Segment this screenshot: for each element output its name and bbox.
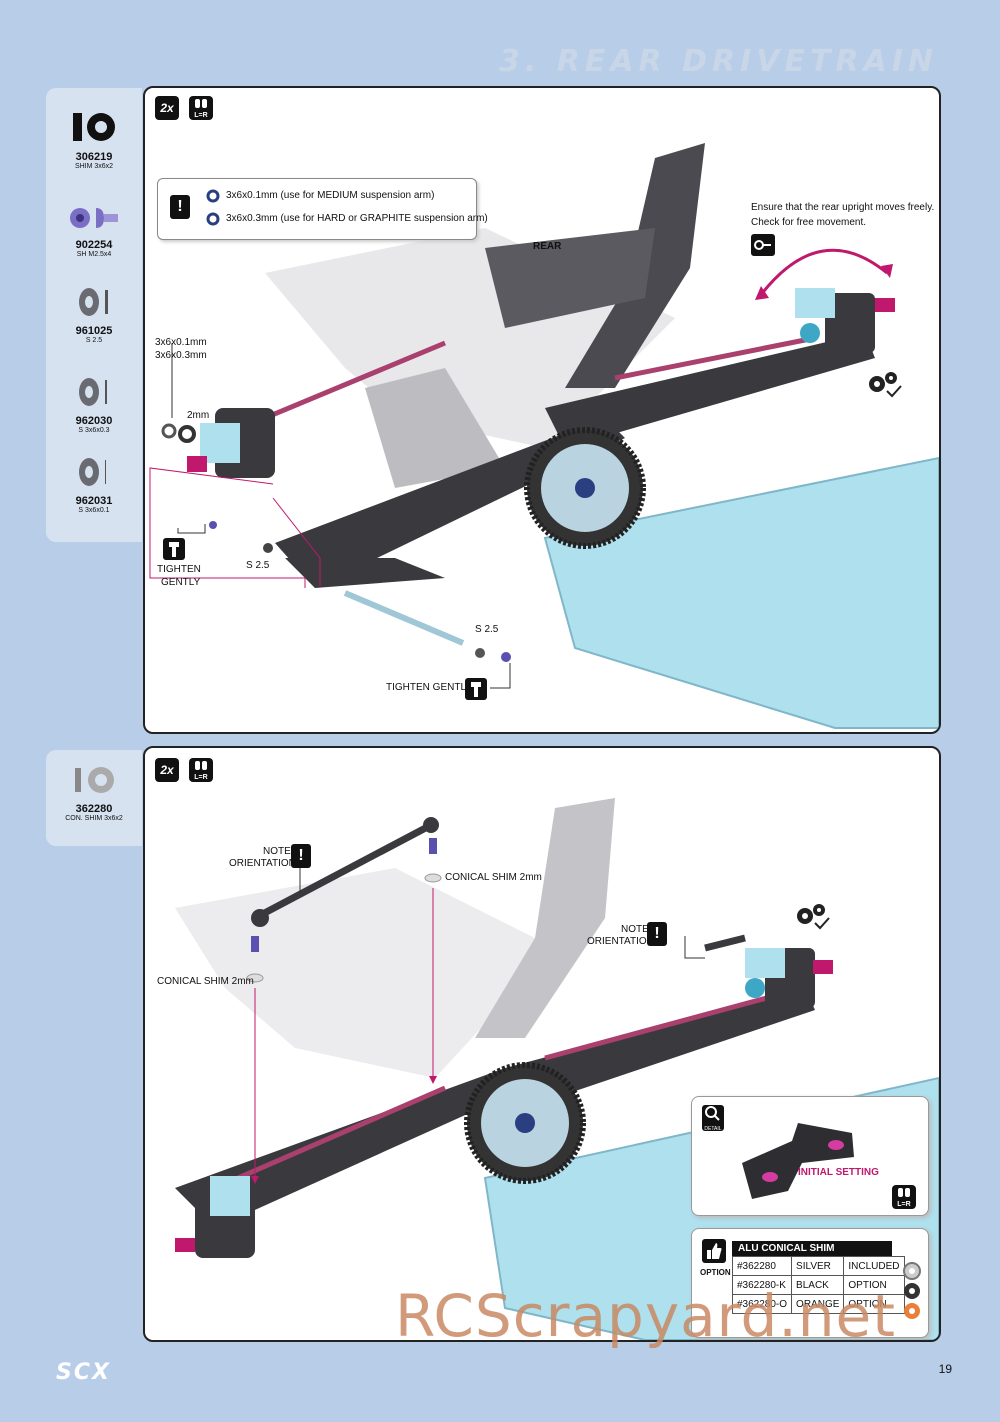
conical-shim-icon xyxy=(75,767,114,793)
shim-icon xyxy=(206,212,220,226)
parts-sidebar-top: 306219 SHIM 3x6x2 902254 SH M2.5x4 96102… xyxy=(46,88,142,542)
step1-panel: 2x L=R xyxy=(143,86,941,734)
part-902254: 902254 SH M2.5x4 xyxy=(46,204,142,259)
brand-logo: SCX xyxy=(56,1360,111,1385)
option-table: ALU CONICAL SHIM #362280 SILVER INCLUDED… xyxy=(731,1241,905,1314)
table-row: #362280 SILVER INCLUDED xyxy=(731,1256,905,1276)
check-setup-gear-icon xyxy=(797,904,830,930)
warning-icon: ! xyxy=(291,844,311,868)
warning-icon: ! xyxy=(170,195,190,219)
table-row: #362280-K BLACK OPTION xyxy=(731,1275,905,1295)
shim-icon xyxy=(73,113,115,141)
parts-sidebar-bottom: 362280 CON. SHIM 3x6x2 xyxy=(46,750,142,846)
shim-choice-callout: ! 3x6x0.1mm (use for MEDIUM suspension a… xyxy=(157,178,488,240)
part-362280: 362280 CON. SHIM 3x6x2 xyxy=(46,764,142,823)
step2-panel: 2x L=R xyxy=(143,746,941,1342)
left-right-icon: L=R xyxy=(189,96,213,120)
free-movement-icon xyxy=(751,234,775,256)
page-number: 19 xyxy=(938,1362,952,1376)
detail-magnifier-icon: DETAIL xyxy=(702,1105,724,1132)
part-961025: 961025 S 2.5 xyxy=(46,286,142,345)
qty-badge: 2x xyxy=(155,758,179,782)
table-row: #362280-O ORANGE OPTION xyxy=(731,1294,905,1314)
shim-color-swatch-icons xyxy=(903,1262,921,1319)
check-movement-gear-icon xyxy=(869,372,902,398)
torque-icon xyxy=(163,538,185,560)
left-right-icon: L=R xyxy=(892,1185,916,1209)
option-box: OPTION ALU CONICAL SHIM #362280 SILVER I… xyxy=(691,1228,929,1338)
left-right-icon: L=R xyxy=(189,758,213,782)
shim-icon xyxy=(206,189,220,203)
part-962030: 962030 S 3x6x0.3 xyxy=(46,376,142,435)
washer-icon xyxy=(79,458,106,486)
torque-icon xyxy=(465,678,487,700)
washer-icon xyxy=(79,378,107,406)
camber-plate-detail-icon xyxy=(742,1123,854,1199)
thumbs-up-icon xyxy=(702,1239,726,1263)
detail-box: DETAIL INITIAL SETTING L=R xyxy=(691,1096,929,1216)
warning-icon: ! xyxy=(647,922,667,946)
screw-icon xyxy=(70,208,118,228)
section-title: 3. REAR DRIVETRAIN xyxy=(499,44,938,79)
check-note: Ensure that the rear upright moves freel… xyxy=(751,202,935,213)
rear-drivetrain-illustration xyxy=(149,143,939,729)
qty-badge: 2x xyxy=(155,96,179,120)
watermark: RCScrapyard.net xyxy=(395,1282,896,1350)
part-962031: 962031 S 3x6x0.1 xyxy=(46,456,142,515)
rear-direction-label: REAR xyxy=(533,241,562,252)
part-306219: 306219 SHIM 3x6x2 xyxy=(46,110,142,171)
check-note: Check for free movement. xyxy=(751,217,867,228)
washer-icon xyxy=(79,288,108,316)
